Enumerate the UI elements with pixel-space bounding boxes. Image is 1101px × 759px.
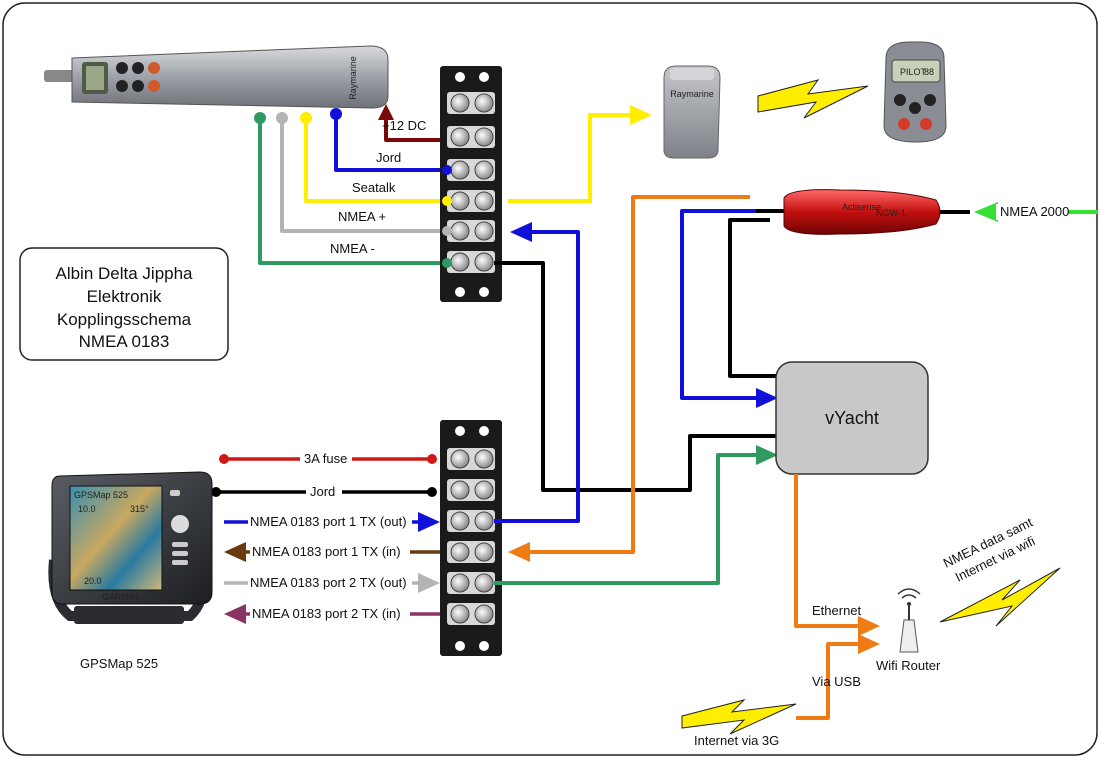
label-jord-top: Jord (376, 150, 401, 165)
dot-fuse-right (427, 454, 437, 464)
arrow-orange-in (508, 542, 530, 562)
gps-screen-b: 315° (130, 504, 149, 514)
dot-jord-right (427, 487, 437, 497)
bg-nmea2000 (996, 204, 1068, 220)
terminal-block-top (440, 66, 502, 302)
label-nmea-plus: NMEA + (338, 209, 386, 224)
bg-fuse (300, 451, 352, 467)
label-port1-out: NMEA 0183 port 1 TX (out) (250, 514, 407, 529)
label-12dc: +12 DC (382, 118, 426, 133)
wire-seatalk-to-pod (508, 113, 632, 203)
arrow-port1-out (418, 512, 440, 532)
bg-p1out (248, 514, 412, 530)
label-port1-in: NMEA 0183 port 1 TX (in) (252, 544, 401, 559)
label-seatalk: Seatalk (352, 180, 396, 195)
bg-p2in (250, 606, 410, 622)
bg-p1in (250, 544, 410, 560)
gps-brand: GARMIN (102, 592, 138, 602)
gps-screen-c: 20.0 (84, 576, 102, 586)
arrow-blue-up (510, 222, 532, 242)
gps-plotter: GPSMap 525 10.0 315° 20.0 GARMIN (48, 471, 213, 624)
wire-ethernet (794, 474, 860, 628)
arrow-usb (858, 634, 880, 654)
raymarine-pod: Raymarine (663, 65, 721, 159)
label-fuse: 3A fuse (304, 451, 347, 466)
arrow-to-pod (630, 105, 652, 125)
label-wifi-router: Wifi Router (876, 658, 941, 673)
label-nmea-minus: NMEA - (330, 241, 375, 256)
arrow-port2-out (418, 573, 440, 593)
autopilot-controller: Raymarine (44, 45, 389, 109)
wire-black-vyacht (494, 261, 778, 492)
terminal-block-bottom (440, 420, 502, 656)
autopilot-brand: Raymarine (348, 56, 358, 100)
label-ethernet: Ethernet (812, 603, 862, 618)
arrow-ethernet (858, 616, 880, 636)
arrow-green-vyacht (756, 445, 778, 465)
label-via-usb: Via USB (812, 674, 861, 689)
wire-nmea-minus (258, 118, 440, 265)
arrow-port2-in (224, 604, 246, 624)
gps-screen-a: 10.0 (78, 504, 96, 514)
wire-seatalk (304, 118, 440, 203)
pod-brand: Raymarine (670, 89, 714, 99)
wifi-link-icon (939, 567, 1061, 627)
title-line-4: NMEA 0183 (79, 332, 170, 351)
wire-black-gateway (728, 218, 778, 378)
arrow-port1-in (224, 542, 246, 562)
label-nmea2000: NMEA 2000 (1000, 204, 1069, 219)
wire-nmea-plus (280, 118, 440, 233)
wifi-router (897, 588, 921, 653)
gps-model: GPSMap 525 (74, 490, 128, 500)
internet-3g-icon (681, 699, 797, 735)
dot-fuse-left (219, 454, 229, 464)
label-port2-in: NMEA 0183 port 2 TX (in) (252, 606, 401, 621)
vyacht-unit: vYacht (775, 361, 929, 475)
remote-digits: 88 (924, 67, 934, 77)
wire-end-dots (254, 108, 452, 268)
wire-usb (796, 642, 860, 720)
remote-display: PILOT (900, 67, 927, 77)
label-jord-bottom: Jord (310, 484, 335, 499)
arrow-nmea2000 (974, 202, 998, 222)
wireless-link-icon (757, 79, 869, 119)
bg-jord (306, 484, 342, 500)
title-line-1: Albin Delta Jippha (55, 264, 193, 283)
actisense-gateway: Actisense NGW-1 (756, 189, 970, 235)
wire-blue-gateway (680, 209, 758, 400)
wireless-remote: PILOT 88 (883, 41, 947, 143)
wire-orange-port1-in (530, 195, 750, 554)
wire-jord-top (334, 114, 440, 172)
label-internet-3g: Internet via 3G (694, 733, 779, 748)
vyacht-label: vYacht (825, 408, 879, 428)
gateway-brand: Actisense (842, 202, 881, 212)
autopilot-wiring (258, 114, 440, 265)
wire-12dc (384, 120, 440, 142)
bg-p2out (248, 575, 412, 591)
wire-blue-port1 (494, 230, 580, 523)
wire-green-port2 (494, 453, 756, 585)
arrow-12dc (378, 104, 394, 120)
label-port2-out: NMEA 0183 port 2 TX (out) (250, 575, 407, 590)
arrow-blue-vyacht (756, 388, 778, 408)
label-gps-caption: GPSMap 525 (80, 656, 158, 671)
title-line-3: Kopplingsschema (57, 310, 192, 329)
gateway-model: NGW-1 (876, 208, 906, 218)
dot-jord-left (211, 487, 221, 497)
title-line-2: Elektronik (87, 287, 162, 306)
title-box: Albin Delta Jippha Elektronik Kopplingss… (19, 247, 229, 361)
